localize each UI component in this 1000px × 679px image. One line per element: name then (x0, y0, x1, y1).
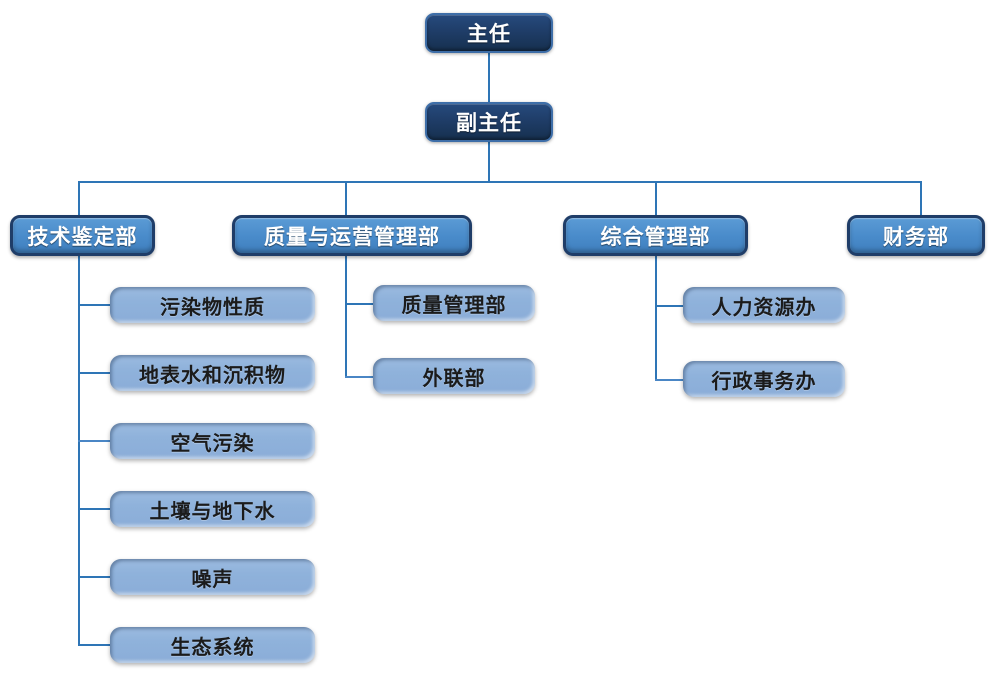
node-surface-water-sediment[interactable]: 地表水和沉积物 (110, 355, 315, 391)
connector-drop-finance (920, 181, 922, 215)
node-administration[interactable]: 行政事务办 (683, 361, 845, 397)
connector-stub-surface-water-sediment (78, 372, 110, 374)
node-director[interactable]: 主任 (425, 13, 553, 53)
node-human-resources[interactable]: 人力资源办 (683, 287, 845, 323)
connector-departments-bus (78, 181, 922, 183)
connector-spine-quality-operations (345, 255, 347, 378)
connector-director-to-deputy (488, 52, 490, 103)
connector-stub-ecosystem (78, 644, 110, 646)
connector-stub-administration (655, 379, 685, 381)
node-air-pollution[interactable]: 空气污染 (110, 423, 315, 459)
connector-stub-human-resources (655, 305, 685, 307)
node-pollutant-properties[interactable]: 污染物性质 (110, 287, 315, 323)
connector-stub-air-pollution (78, 440, 110, 442)
connector-drop-technical-appraisal (78, 181, 80, 215)
node-general-management[interactable]: 综合管理部 (563, 215, 748, 256)
connector-drop-general-management (655, 181, 657, 215)
connector-drop-quality-operations (345, 181, 347, 215)
connector-spine-general-management (655, 255, 657, 381)
node-soil-groundwater[interactable]: 土壤与地下水 (110, 491, 315, 527)
connector-stub-quality-management (345, 303, 375, 305)
node-quality-operations[interactable]: 质量与运营管理部 (232, 215, 472, 256)
node-ecosystem[interactable]: 生态系统 (110, 627, 315, 663)
node-quality-management[interactable]: 质量管理部 (373, 285, 535, 321)
connector-stub-external-liaison (345, 376, 375, 378)
connector-stub-soil-groundwater (78, 508, 110, 510)
node-deputy-director[interactable]: 副主任 (425, 102, 553, 142)
connector-stub-noise (78, 576, 110, 578)
connector-spine-technical-appraisal (78, 255, 80, 645)
connector-stub-pollutant-properties (78, 304, 110, 306)
node-external-liaison[interactable]: 外联部 (373, 358, 535, 394)
node-finance[interactable]: 财务部 (847, 215, 985, 256)
node-noise[interactable]: 噪声 (110, 559, 315, 595)
node-technical-appraisal[interactable]: 技术鉴定部 (10, 215, 155, 256)
connector-deputy-down (488, 141, 490, 182)
